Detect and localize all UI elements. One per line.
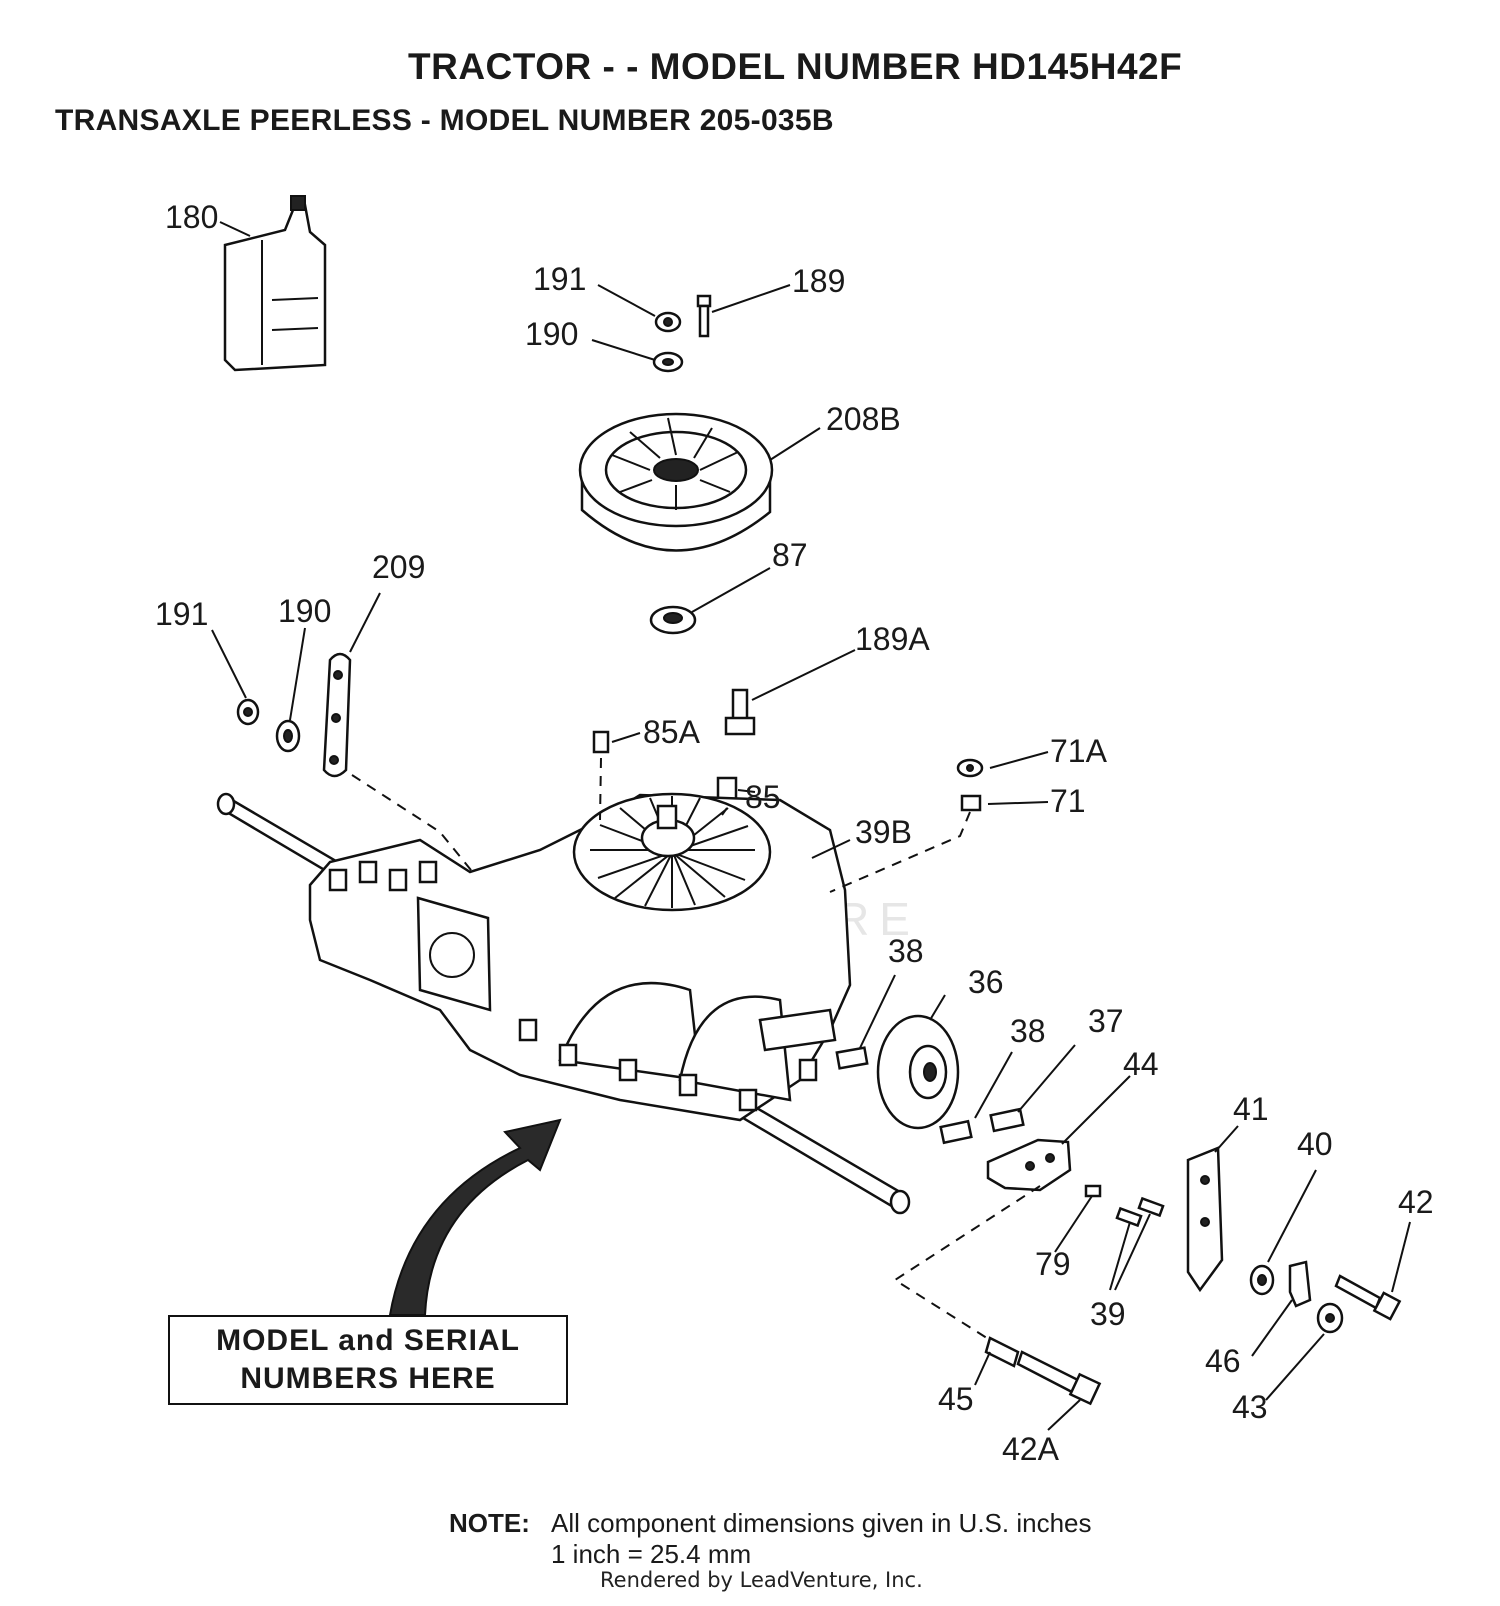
part-37-key [989,1107,1025,1133]
note-line1: All component dimensions given in U.S. i… [551,1508,1092,1538]
callout-190-left: 190 [278,593,331,629]
callout-37: 37 [1088,1003,1124,1039]
part-43-nut [1316,1302,1344,1334]
part-41-lever [1186,1146,1224,1293]
part-42A-bolt [1016,1350,1102,1406]
part-40-washer [1249,1264,1275,1296]
callout-189A: 189A [855,621,930,657]
dimension-note: NOTE: All component dimensions given in U… [449,1508,1092,1570]
part-189-bolt-top [696,294,712,338]
part-46-bracket [1288,1260,1312,1308]
part-79-pin [1084,1184,1102,1198]
callout-46: 46 [1205,1343,1241,1379]
part-36-disc [876,1014,960,1130]
callout-191-top: 191 [533,261,586,297]
callout-71: 71 [1050,783,1086,819]
model-plate-arrow [388,1118,562,1316]
callout-87: 87 [772,537,808,573]
part-191-nut-left [236,698,260,726]
callout-71A: 71A [1050,733,1108,769]
callout-44: 44 [1123,1046,1159,1082]
part-190-washer-top [652,351,684,373]
callout-36: 36 [968,964,1004,1000]
serial-box-line1: MODEL and SERIAL [216,1324,520,1357]
part-44-bracket [986,1138,1072,1192]
callout-190-top: 190 [525,316,578,352]
model-serial-numbers-box: MODEL and SERIAL NUMBERS HERE [168,1315,568,1405]
callout-45: 45 [938,1381,974,1417]
part-87-washer [649,605,697,635]
callout-191-left: 191 [155,596,208,632]
callout-85: 85 [745,779,781,815]
transaxle-housing [216,792,911,1215]
callout-42A: 42A [1002,1431,1060,1467]
assembly-dashed-lines [351,757,1041,1341]
callout-38-lower: 38 [1010,1013,1046,1049]
part-45-sleeve [984,1336,1020,1368]
callout-40: 40 [1297,1126,1333,1162]
callout-209: 209 [372,549,425,585]
callout-189: 189 [792,263,845,299]
part-38-key-a [835,1046,869,1070]
part-208B-fan-pulley [578,412,774,552]
callout-38-upper: 38 [888,933,924,969]
note-label: NOTE: [449,1508,530,1538]
page-subtitle: TRANSAXLE PEERLESS - MODEL NUMBER 205-03… [55,104,834,137]
leader-lines [211,221,1411,1431]
callout-39: 39 [1090,1296,1126,1332]
callout-39B: 39B [855,814,912,850]
part-190-washer-left [275,719,301,753]
callout-41: 41 [1233,1091,1269,1127]
part-42-bolt [1334,1274,1402,1321]
part-85A-fitting [592,730,610,754]
callout-85A: 85A [643,714,701,750]
serial-box-line2: NUMBERS HERE [240,1362,496,1395]
callout-42: 42 [1398,1184,1434,1220]
part-191-nut-top [654,311,682,333]
part-71A-nut [956,758,984,778]
part-71-nut [960,794,982,812]
part-180-oil-bottle [223,195,327,372]
footer-credit: Rendered by LeadVenture, Inc. [600,1568,923,1592]
callout-43: 43 [1232,1389,1268,1425]
part-39-pins [1115,1196,1165,1228]
callout-79: 79 [1035,1246,1071,1282]
page-title: TRACTOR - - MODEL NUMBER HD145H42F [408,46,1183,87]
part-209-link [322,652,352,778]
callout-208B: 208B [826,401,901,437]
part-189A-bolt [724,688,756,736]
note-line2: 1 inch = 25.4 mm [551,1539,752,1569]
part-38-key-b [939,1119,973,1145]
callout-180: 180 [165,199,218,235]
callout-labels: 180 191 189 190 208B 87 209 191 190 189A… [155,199,1434,1467]
